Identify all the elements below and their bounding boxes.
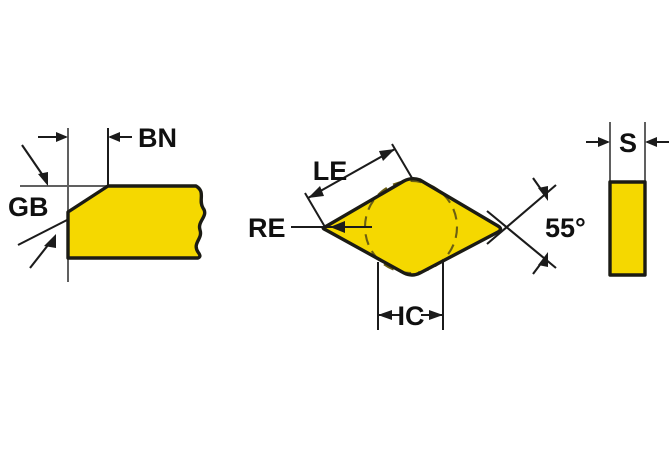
thickness-view-outline: [608, 180, 647, 277]
chamfer-view-body-outline: [66, 184, 207, 260]
s-dimension-group: [586, 137, 669, 147]
bn-right-arrowhead: [108, 132, 120, 142]
ic-right-arrowhead: [429, 310, 443, 320]
le-dimension-group: [304, 143, 413, 228]
included-angle-label: 55°: [545, 213, 586, 243]
s-right-arrowhead: [645, 137, 657, 147]
gb-lower-arrowhead: [44, 234, 56, 248]
chamfer-view-body-fill: [68, 186, 205, 258]
angle-lower-arrowhead: [538, 252, 548, 267]
bn-dimension-label: BN: [138, 123, 177, 153]
re-arrowhead: [330, 221, 345, 233]
thickness-view: S: [586, 122, 669, 277]
ic-dimension-label: IC: [398, 301, 425, 331]
gb-upper-arrowhead: [38, 172, 48, 186]
gb-dimension-label: GB: [8, 192, 49, 222]
rhombic-insert-outline: [321, 177, 503, 277]
top-rhombic-view: RE LE IC: [248, 143, 586, 331]
le-dimension-stroke: [307, 148, 396, 199]
ic-dimension-group: [377, 262, 444, 330]
le-right-arrowhead: [379, 149, 395, 161]
le-left-arrowhead: [308, 186, 324, 198]
re-leader: [291, 221, 372, 233]
side-profile-view: BN GB: [8, 123, 207, 282]
s-left-arrowhead: [598, 137, 610, 147]
ic-left-arrowhead: [378, 310, 392, 320]
le-left-extension-line: [304, 192, 326, 228]
le-dimension-label: LE: [313, 156, 348, 186]
angle-upper-arrowhead: [538, 186, 548, 201]
re-dimension-label: RE: [248, 213, 286, 243]
thickness-view-fill: [610, 182, 645, 275]
included-angle-group: [486, 177, 557, 275]
bn-left-arrowhead: [56, 132, 68, 142]
s-dimension-label: S: [619, 128, 637, 158]
bn-dimension-line: [38, 132, 132, 142]
